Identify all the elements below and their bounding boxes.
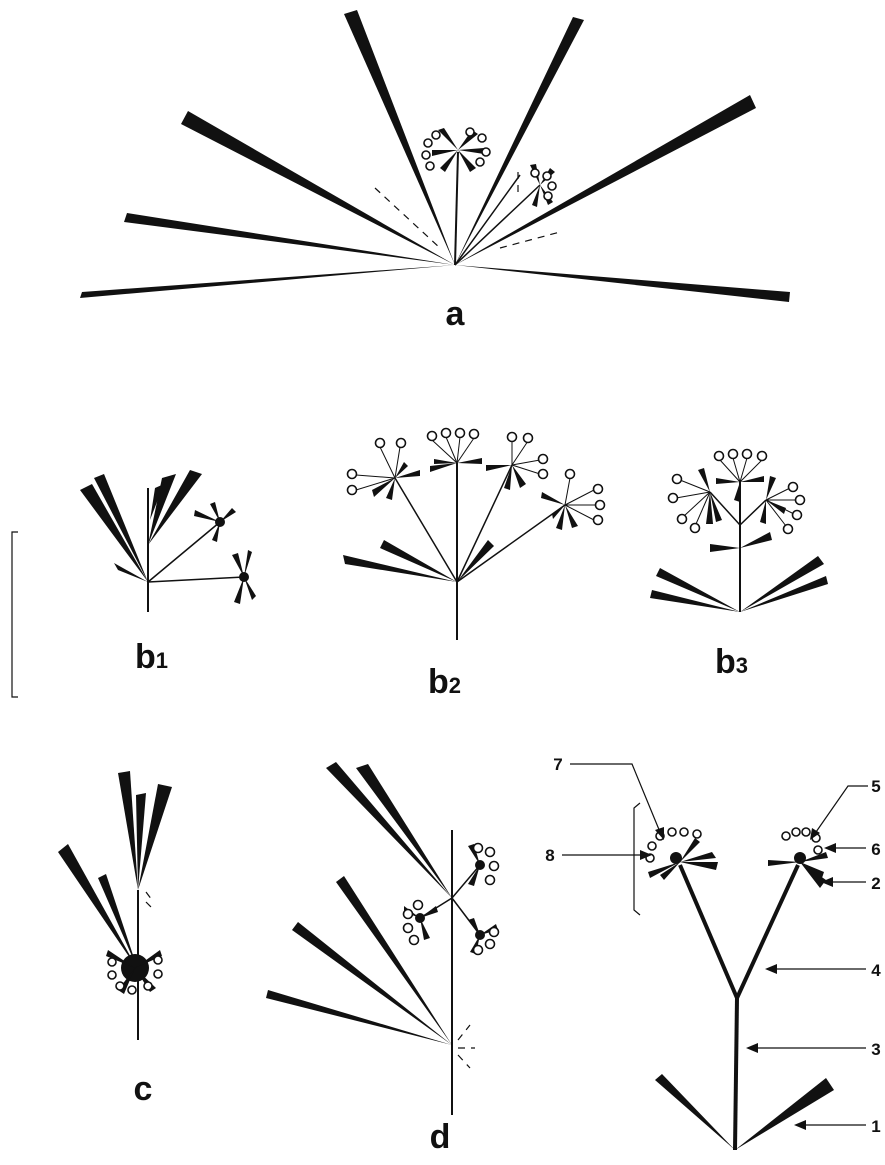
basal-leaf	[735, 1078, 834, 1150]
panel-c-drawing	[58, 771, 172, 1040]
panel-b2-leaf	[457, 540, 494, 582]
panel-b2-umbel	[541, 470, 605, 531]
panel-a-label: a	[446, 295, 466, 333]
scale-bar	[12, 532, 18, 697]
right-umbel	[768, 828, 828, 888]
panel-d-umbel	[404, 901, 439, 945]
panel-b3-umbel	[669, 468, 723, 533]
panel-a-stalk	[455, 175, 520, 265]
panel-d-umbel	[468, 918, 499, 955]
panel-b3-umbel	[760, 476, 805, 534]
panel-b1-label: b1	[135, 638, 168, 676]
callout-2: 2	[871, 874, 880, 893]
panel-b1-leaf	[94, 474, 148, 582]
basal-leaf	[655, 1074, 735, 1150]
callout-6: 6	[871, 840, 880, 859]
panel-a-leaf	[80, 265, 455, 298]
panel-a-leaf	[455, 95, 756, 265]
panel-d-label: d	[430, 1118, 451, 1156]
panel-b3-drawing	[650, 450, 828, 613]
panel-d-leaf	[356, 764, 452, 898]
panel-a-leaf	[181, 111, 455, 265]
panel-b2-leaf	[343, 555, 457, 582]
panel-b2-drawing	[343, 429, 605, 641]
panel-b2-label: b2	[428, 663, 461, 701]
panel-a-drawing	[80, 10, 790, 302]
callout-7: 7	[553, 755, 562, 774]
panel-a-leaf	[455, 17, 584, 265]
panel-c-umbel	[106, 950, 162, 994]
panel-b3-leaf	[650, 590, 740, 612]
labelled-plant-diagram	[562, 764, 868, 1150]
callout-8: 8	[545, 846, 554, 865]
panel-b2-umbel	[486, 433, 548, 491]
panel-b2-umbel	[428, 429, 483, 473]
callout-3: 3	[871, 1040, 880, 1059]
panel-d-leaf	[292, 922, 452, 1045]
callout-5: 5	[871, 777, 880, 796]
panel-a-umbel	[422, 128, 490, 172]
panel-b3-label: b3	[715, 643, 748, 681]
panel-a-stalk	[455, 152, 458, 265]
panel-c-leaf	[118, 771, 138, 890]
panel-b3-leaf	[740, 532, 772, 548]
panel-b1-leaf	[114, 563, 148, 582]
panel-a-leaf	[455, 265, 790, 302]
callout-4: 4	[871, 961, 881, 980]
panel-d-leaf	[266, 990, 452, 1045]
panel-d-drawing	[266, 762, 499, 1115]
panel-b3-leaf	[710, 544, 740, 552]
panel-b1-drawing	[80, 470, 256, 612]
panel-d-umbel	[468, 844, 499, 887]
panel-b2-umbel	[348, 439, 421, 501]
panel-b1-umbel	[194, 502, 236, 542]
panel-c-leaf	[58, 844, 138, 970]
panel-c-label: c	[134, 1070, 153, 1108]
callout-1: 1	[871, 1117, 880, 1136]
